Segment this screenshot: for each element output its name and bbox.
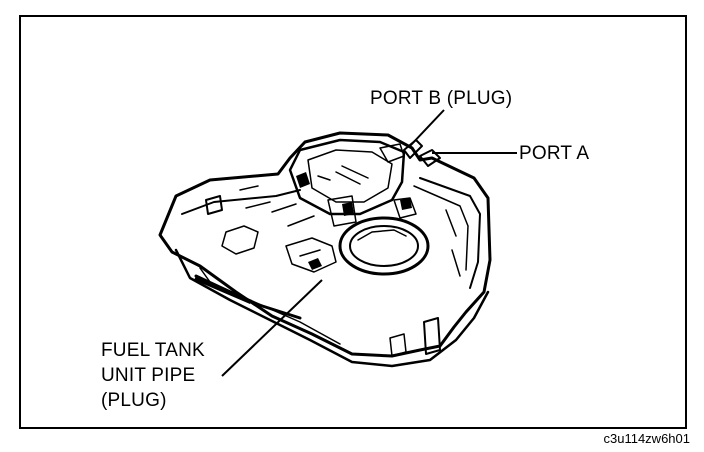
- port-b-label: PORT B (PLUG): [370, 88, 513, 109]
- fuel-tank-pipe-leader: [221, 279, 323, 377]
- fuel-tank-pipe-label: FUEL TANK UNIT PIPE (PLUG): [101, 340, 205, 415]
- fuel-tank-pipe-label-line-1: FUEL TANK: [101, 340, 205, 361]
- figure-code: c3u114zw6h01: [603, 431, 691, 446]
- tank-lower-wall: [174, 248, 490, 368]
- tank-outline: [158, 131, 492, 358]
- port-b-leader: [409, 109, 445, 147]
- pump-cover: [288, 138, 406, 216]
- fuel-tank-pipe-label-line-2: UNIT PIPE: [101, 365, 196, 386]
- port-a-label: PORT A: [519, 143, 590, 164]
- port-a-fitting: [419, 149, 441, 167]
- fuel-tank-pipe-label-line-3: (PLUG): [101, 390, 167, 411]
- figure-frame: [19, 15, 687, 429]
- strap-bracket: [423, 317, 441, 355]
- sender-unit-ring: [338, 216, 430, 276]
